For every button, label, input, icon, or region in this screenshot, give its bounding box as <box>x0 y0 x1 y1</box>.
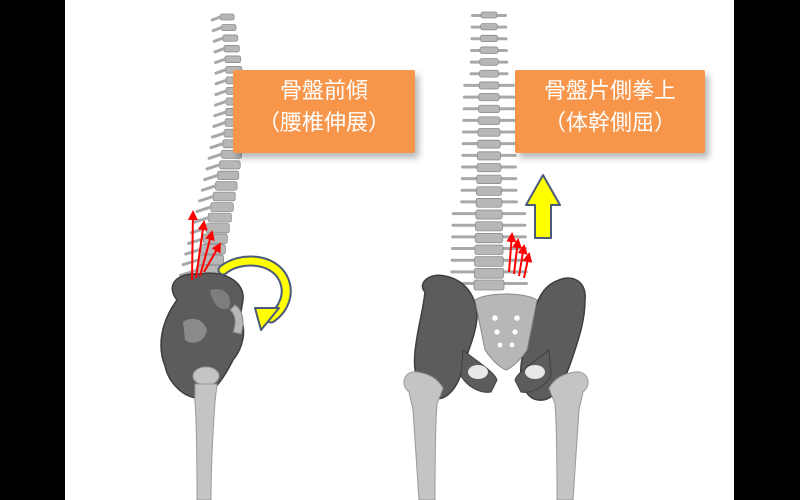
lateral-spinous-process <box>214 99 228 107</box>
lateral-spinous-process <box>213 47 226 54</box>
posterior-vertebra <box>474 244 504 255</box>
lateral-spinous-process <box>214 68 228 75</box>
rotation-arrow <box>217 255 292 331</box>
lateral-spinous-process <box>214 57 227 65</box>
lateral-spinous-process <box>213 110 228 118</box>
muscle-pull-arrow <box>187 210 198 281</box>
posterior-vertebra <box>473 267 505 279</box>
lateral-vertebra <box>207 212 232 223</box>
slide: 骨盤前傾 （腰椎伸展） 骨盤片側拳上 （体幹側屈） <box>65 0 734 500</box>
lateral-spinous-process <box>210 15 222 22</box>
lateral-spinous-process <box>214 89 228 96</box>
posterior-vertebra <box>479 69 499 78</box>
lateral-spinous-process <box>203 173 220 182</box>
posterior-vertebra <box>477 139 501 149</box>
lateral-spinous-process <box>181 258 200 267</box>
posterior-vertebra <box>477 128 501 137</box>
lateral-spinous-process <box>205 163 222 171</box>
posterior-vertebra <box>477 116 501 125</box>
lateral-spinous-process <box>179 268 198 277</box>
lateral-spinous-process <box>209 142 225 150</box>
posterior-vertebra <box>478 104 500 114</box>
muscle-pull-arrow <box>522 252 533 279</box>
muscle-pull-arrow <box>512 238 523 275</box>
posterior-pelvis <box>413 274 586 401</box>
posterior-vertebra <box>476 163 502 173</box>
posterior-vertebra <box>474 232 504 244</box>
lateral-vertebra <box>217 170 240 180</box>
left-caption: 骨盤前傾 （腰椎伸展） <box>233 70 415 153</box>
lateral-spinous-process <box>212 121 227 128</box>
left-caption-line2: （腰椎伸展） <box>257 111 390 136</box>
lateral-spinous-process <box>200 184 217 192</box>
posterior-vertebra <box>475 221 503 232</box>
lateral-vertebra <box>210 202 234 212</box>
posterior-vertebra <box>474 256 504 267</box>
posterior-vertebra <box>476 151 502 161</box>
lateral-femur <box>192 366 220 500</box>
posterior-vertebra <box>479 46 499 54</box>
posterior-vertebra <box>475 198 503 208</box>
lateral-vertebra <box>212 191 236 202</box>
right-caption-line1: 骨盤片側拳上 <box>543 79 676 104</box>
lateral-spinous-process <box>212 36 225 43</box>
lateral-vertebra <box>219 13 235 21</box>
posterior-muscle-arrows <box>506 232 533 279</box>
skeleton-illustration <box>160 11 589 500</box>
muscle-pull-arrow <box>195 220 208 279</box>
muscle-pull-arrow <box>517 244 528 277</box>
lateral-vertebra <box>205 223 230 234</box>
posterior-vertebra <box>475 209 503 220</box>
lateral-spinous-process <box>198 195 215 203</box>
lateral-vertebra <box>223 45 240 53</box>
right-caption-line2: （体幹側屈） <box>543 111 676 136</box>
lateral-spinous-process <box>207 152 223 160</box>
muscle-pull-arrow <box>506 232 517 273</box>
lateral-vertebra <box>200 244 226 255</box>
muscle-pull-arrow <box>199 230 215 277</box>
lateral-vertebra <box>219 160 241 170</box>
posterior-vertebra <box>479 58 499 66</box>
posterior-vertebra <box>478 93 500 102</box>
lift-arrow <box>525 174 561 239</box>
lateral-spinous-process <box>211 26 224 33</box>
posterior-vertebra <box>480 11 498 19</box>
posterior-femurs <box>403 371 589 500</box>
lateral-vertebra <box>221 24 237 32</box>
posterior-vertebra <box>479 34 499 43</box>
lateral-pelvis <box>160 272 245 399</box>
posterior-vertebra <box>476 186 502 196</box>
lateral-spinous-process <box>195 205 213 214</box>
right-caption: 骨盤片側拳上 （体幹側屈） <box>515 70 705 153</box>
lateral-vertebra <box>214 181 238 191</box>
posterior-vertebra <box>478 81 500 90</box>
muscle-pull-arrow <box>203 242 221 273</box>
lateral-vertebra <box>224 55 242 63</box>
lateral-muscle-arrows <box>187 210 221 281</box>
left-caption-line1: 骨盤前傾 <box>279 79 368 104</box>
posterior-vertebra <box>476 174 502 184</box>
posterior-vertebra <box>480 23 498 31</box>
lateral-vertebra <box>202 233 228 244</box>
posterior-vertebra <box>473 279 505 291</box>
lateral-vertebra <box>222 34 239 42</box>
lateral-spinous-process <box>192 216 210 224</box>
lateral-spinous-process <box>214 78 228 86</box>
lateral-spinous-process <box>210 131 226 139</box>
